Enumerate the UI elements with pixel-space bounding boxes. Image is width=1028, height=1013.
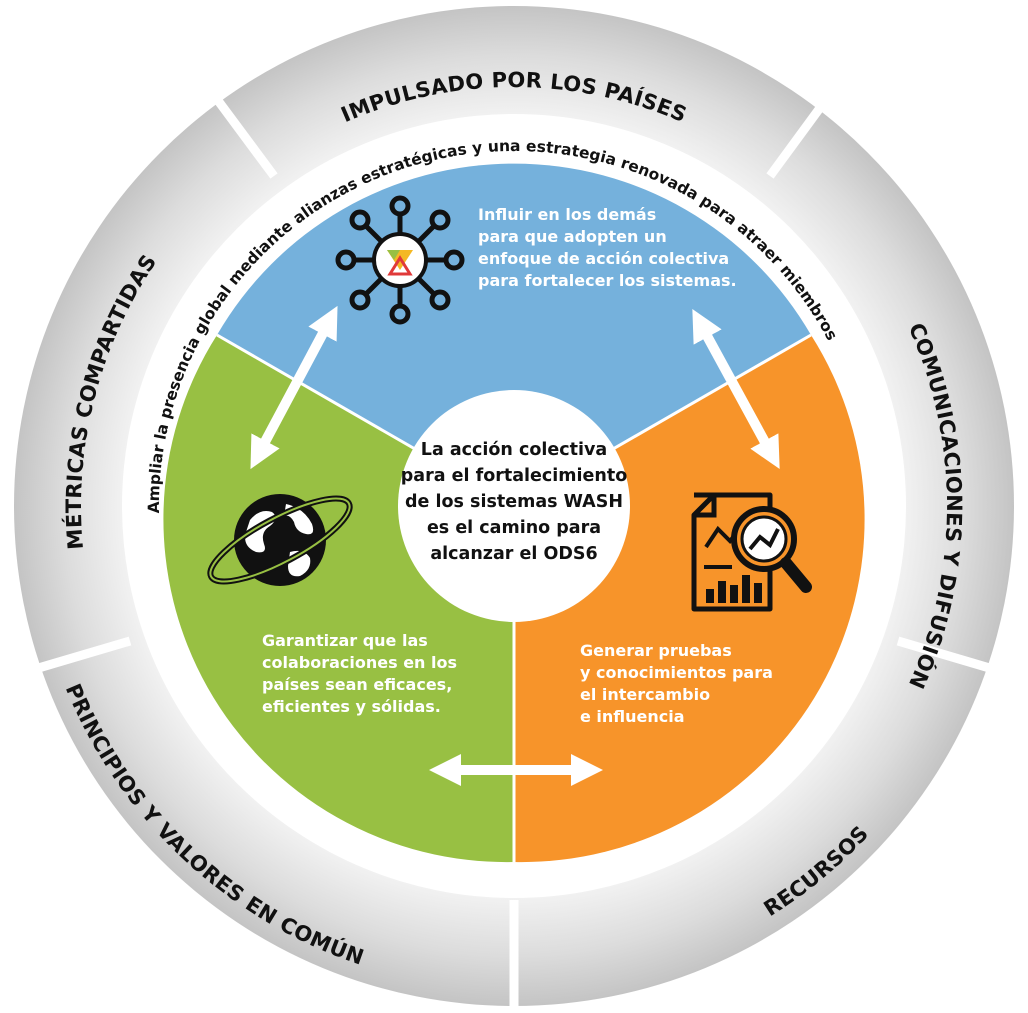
segment-blue-text: Influir en los demás para que adopten un… [478,205,737,290]
segment-orange-text: Generar pruebas y conocimientos para el … [580,641,773,726]
globe-orbit-icon [207,494,353,586]
network-logo-icon [335,195,465,325]
arrows [250,305,780,787]
segment-green-text: Garantizar que las colaboraciones en los… [262,631,457,716]
center-text: La acción colectiva para el fortalecimie… [400,440,628,564]
report-magnifier-icon [691,492,812,612]
arrow-blue-orange [692,308,780,470]
arrow-blue-green [250,305,338,470]
center-circle [398,390,630,622]
ring-separators [23,80,1005,1010]
